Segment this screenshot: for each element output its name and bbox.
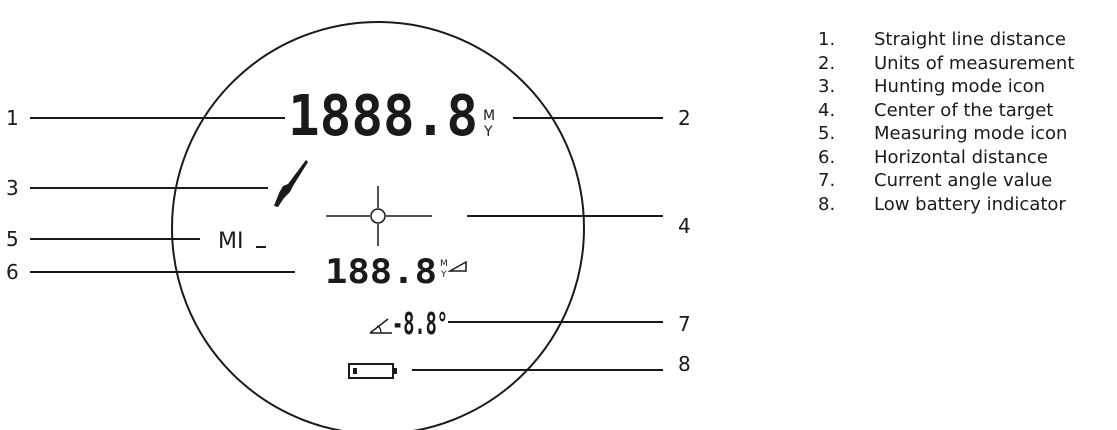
legend-item-8: 8. Low battery indicator	[818, 193, 1074, 217]
main-unit-top: M	[483, 108, 495, 124]
legend-item-7: 7. Current angle value	[818, 169, 1074, 193]
callout-number-6: 6	[6, 260, 19, 284]
legend-item-4: 4. Center of the target	[818, 99, 1074, 123]
crosshair-icon	[326, 186, 432, 246]
horizontal-distance-readout: 188.8	[325, 252, 437, 292]
angle-icon	[369, 318, 392, 334]
main-distance-readout: 1888.8	[288, 84, 478, 149]
main-unit-bottom: Y	[483, 124, 493, 140]
legend-number: 7.	[818, 170, 836, 191]
legend-label: Horizontal distance	[874, 146, 1048, 168]
legend-number: 3.	[818, 76, 836, 97]
legend-item-2: 2. Units of measurement	[818, 52, 1074, 76]
horizontal-unit-top: M	[440, 259, 448, 269]
legend-number: 6.	[818, 146, 836, 168]
legend-item-6: 6. Horizontal distance	[818, 146, 1074, 170]
callout-number-5: 5	[6, 227, 19, 251]
legend-item-5: 5. Measuring mode icon	[818, 122, 1074, 146]
rifle-icon	[274, 160, 308, 207]
legend-item-3: 3. Hunting mode icon	[818, 75, 1074, 99]
legend-label: Straight line distance	[874, 29, 1067, 50]
viewfinder-circle	[171, 21, 585, 430]
slope-icon	[447, 260, 467, 272]
callout-number-8: 8	[678, 352, 691, 376]
callout-number-7: 7	[678, 312, 691, 336]
legend-number: 5.	[818, 123, 836, 144]
legend-number: 8.	[818, 193, 836, 215]
legend-number: 2.	[818, 52, 836, 74]
callout-number-4: 4	[678, 214, 691, 238]
angle-readout: -8.8°	[392, 307, 448, 342]
legend-label: Low battery indicator	[874, 193, 1066, 215]
legend-list: 1. Straight line distance 2. Units of me…	[818, 28, 1074, 216]
horizontal-unit-bottom: Y	[440, 270, 447, 280]
mode-indicator-text: MI	[218, 229, 243, 254]
legend-number: 4.	[818, 99, 836, 121]
legend-label: Hunting mode icon	[874, 76, 1046, 97]
callout-number-2: 2	[678, 106, 691, 130]
battery-icon	[348, 363, 397, 379]
legend-label: Measuring mode icon	[874, 123, 1068, 144]
legend-label: Center of the target	[874, 99, 1054, 121]
legend-label: Current angle value	[874, 170, 1053, 191]
legend-item-1: 1. Straight line distance	[818, 28, 1074, 52]
legend-number: 1.	[818, 29, 836, 50]
callout-number-1: 1	[6, 106, 19, 130]
callout-number-3: 3	[6, 176, 19, 200]
legend-label: Units of measurement	[874, 52, 1075, 74]
